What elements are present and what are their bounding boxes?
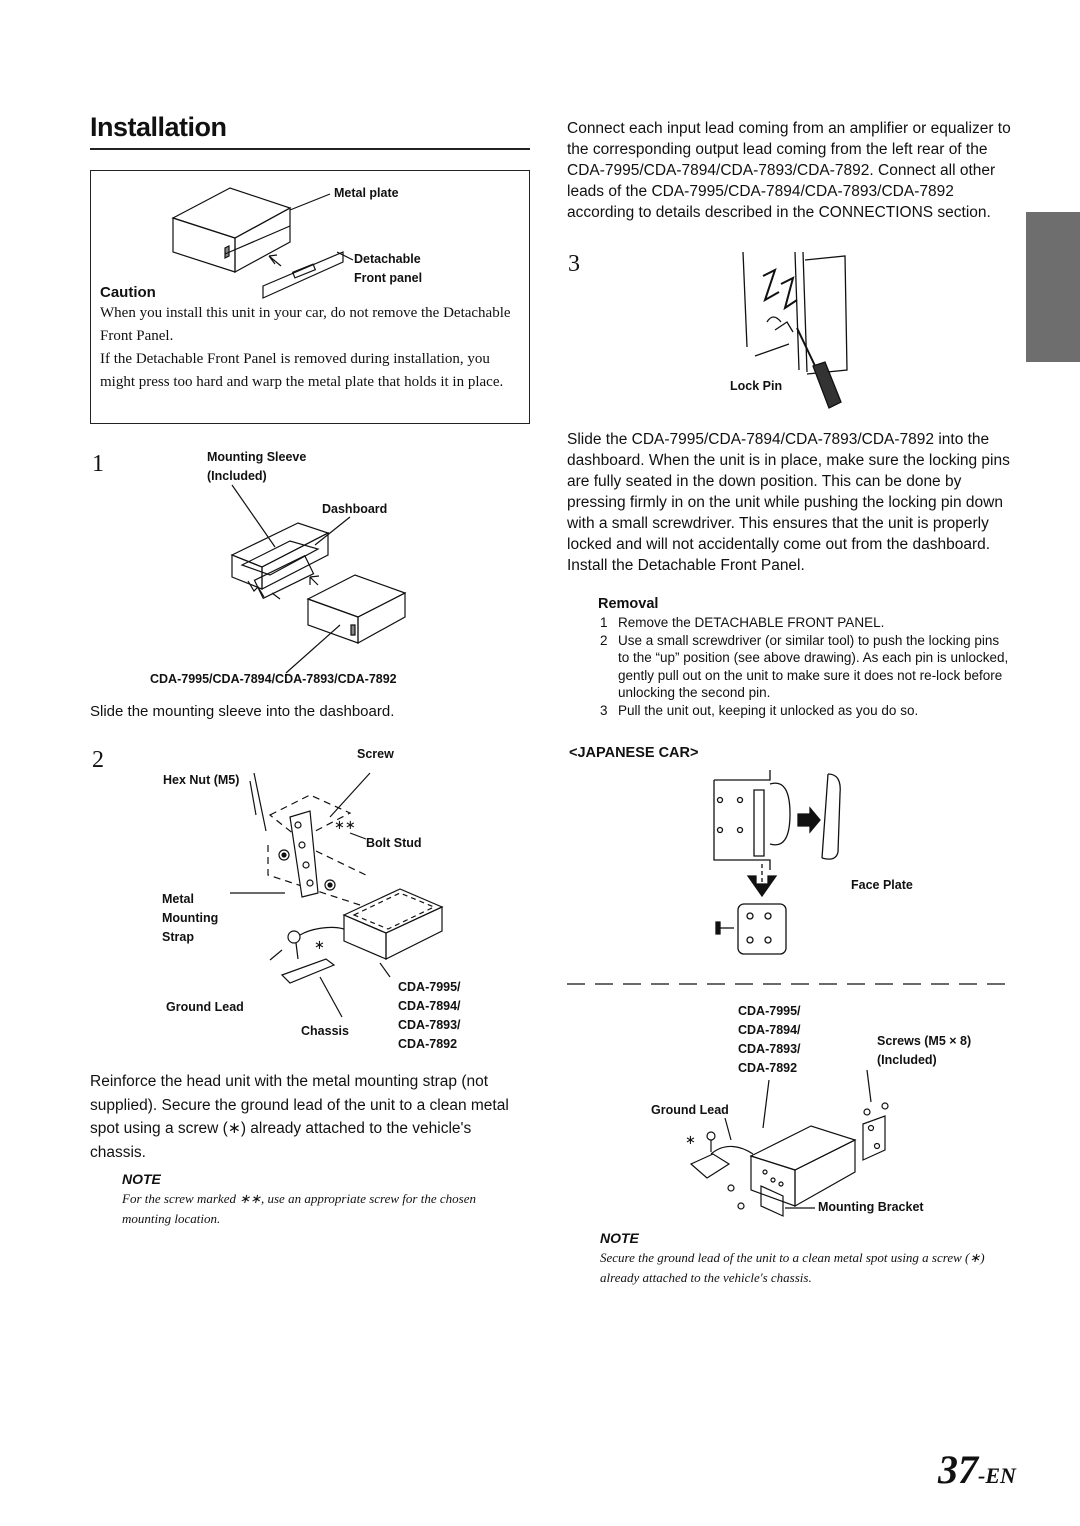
note-2-heading: NOTE bbox=[600, 1230, 639, 1246]
caution-para-1: When you install this unit in your car, … bbox=[100, 305, 511, 344]
label-model-3: CDA-7893/ bbox=[398, 1018, 461, 1032]
removal-heading: Removal bbox=[598, 596, 659, 612]
step-1-text: Slide the mounting sleeve into the dashb… bbox=[90, 703, 395, 720]
label-screws: Screws (M5 × 8) bbox=[877, 1034, 972, 1048]
label-jp-model-2: CDA-7894/ bbox=[738, 1023, 801, 1037]
removal-item-text: Use a small screwdriver (or similar tool… bbox=[618, 632, 1009, 701]
section-side-tab bbox=[1026, 212, 1080, 362]
page-number-suffix: -EN bbox=[978, 1463, 1016, 1488]
caution-heading: Caution bbox=[100, 284, 156, 301]
step-2-number: 2 bbox=[92, 747, 104, 773]
note-2-text: Secure the ground lead of the unit to a … bbox=[600, 1250, 985, 1285]
face-plate-illustration bbox=[710, 770, 870, 960]
mounting-strap-illustration: ∗∗ ∗ bbox=[230, 765, 460, 1035]
caution-para-2: If the Detachable Front Panel is removed… bbox=[100, 351, 504, 390]
label-model-2: CDA-7894/ bbox=[398, 999, 461, 1013]
note-1-text: For the screw marked ∗∗, use an appropri… bbox=[122, 1191, 476, 1226]
page-number-value: 37 bbox=[938, 1447, 978, 1492]
label-model-4: CDA-7892 bbox=[398, 1037, 458, 1051]
removal-item-number: 1 bbox=[600, 615, 608, 630]
label-dashboard: Dashboard bbox=[322, 502, 388, 516]
title-rule bbox=[90, 148, 530, 150]
page-number: 37-EN bbox=[938, 1446, 1016, 1493]
svg-text:∗: ∗ bbox=[314, 937, 325, 952]
removal-item-number: 3 bbox=[600, 702, 608, 718]
dashed-divider bbox=[567, 983, 1012, 985]
label-jp-model-1: CDA-7995/ bbox=[738, 1004, 801, 1018]
caution-text: When you install this unit in your car, … bbox=[100, 302, 522, 394]
label-lock-pin: Lock Pin bbox=[730, 379, 783, 393]
removal-item: 1 Remove the DETACHABLE FRONT PANEL. bbox=[600, 614, 1012, 632]
caution-box bbox=[90, 170, 530, 424]
label-detachable: Detachable bbox=[354, 252, 421, 266]
label-models-step-1: CDA-7995/CDA-7894/CDA-7893/CDA-7892 bbox=[150, 672, 397, 686]
label-metal-plate: Metal plate bbox=[334, 186, 399, 200]
step-3-number: 3 bbox=[568, 251, 580, 277]
mounting-sleeve-illustration bbox=[210, 485, 430, 675]
label-chassis: Chassis bbox=[301, 1024, 349, 1038]
svg-text:∗: ∗ bbox=[685, 1132, 696, 1147]
removal-item: 3 Pull the unit out, keeping it unlocked… bbox=[600, 702, 1012, 720]
label-jp-model-4: CDA-7892 bbox=[738, 1061, 798, 1075]
step-1-number: 1 bbox=[92, 451, 104, 477]
mounting-bracket-illustration: ∗ bbox=[685, 1080, 900, 1220]
removal-item: 2 Use a small screwdriver (or similar to… bbox=[600, 632, 1012, 702]
label-mounting-sleeve: Mounting Sleeve bbox=[207, 450, 307, 464]
label-ground-lead: Ground Lead bbox=[166, 1000, 244, 1014]
step-3-text: Slide the CDA-7995/CDA-7894/CDA-7893/CDA… bbox=[567, 431, 1010, 574]
removal-item-text: Pull the unit out, keeping it unlocked a… bbox=[618, 702, 919, 718]
lock-pin-illustration bbox=[735, 252, 850, 412]
label-metal: Metal bbox=[162, 892, 194, 906]
connections-intro: Connect each input lead coming from an a… bbox=[567, 120, 1011, 221]
svg-text:∗∗: ∗∗ bbox=[334, 817, 356, 832]
label-screws-included: (Included) bbox=[877, 1053, 937, 1067]
removal-list: 1 Remove the DETACHABLE FRONT PANEL. 2 U… bbox=[600, 614, 1012, 719]
note-1-heading: NOTE bbox=[122, 1171, 161, 1187]
label-included: (Included) bbox=[207, 469, 267, 483]
removal-item-number: 2 bbox=[600, 632, 608, 648]
label-bolt-stud: Bolt Stud bbox=[366, 836, 422, 850]
label-mounting: Mounting bbox=[162, 911, 219, 925]
label-screw: Screw bbox=[357, 747, 394, 761]
label-strap: Strap bbox=[162, 930, 194, 944]
step-2-text: Reinforce the head unit with the metal m… bbox=[90, 1073, 509, 1161]
label-face-plate: Face Plate bbox=[851, 878, 913, 892]
label-hex-nut: Hex Nut (M5) bbox=[163, 773, 240, 787]
removal-item-text: Remove the DETACHABLE FRONT PANEL. bbox=[618, 615, 885, 630]
label-front-panel: Front panel bbox=[354, 271, 423, 285]
page-title: Installation bbox=[90, 112, 227, 142]
label-jp-model-3: CDA-7893/ bbox=[738, 1042, 801, 1056]
label-model-1: CDA-7995/ bbox=[398, 980, 461, 994]
caution-illustration bbox=[165, 180, 365, 300]
label-mounting-bracket: Mounting Bracket bbox=[818, 1200, 924, 1214]
japanese-car-heading: <JAPANESE CAR> bbox=[569, 745, 699, 761]
label-jp-ground-lead: Ground Lead bbox=[651, 1103, 729, 1117]
